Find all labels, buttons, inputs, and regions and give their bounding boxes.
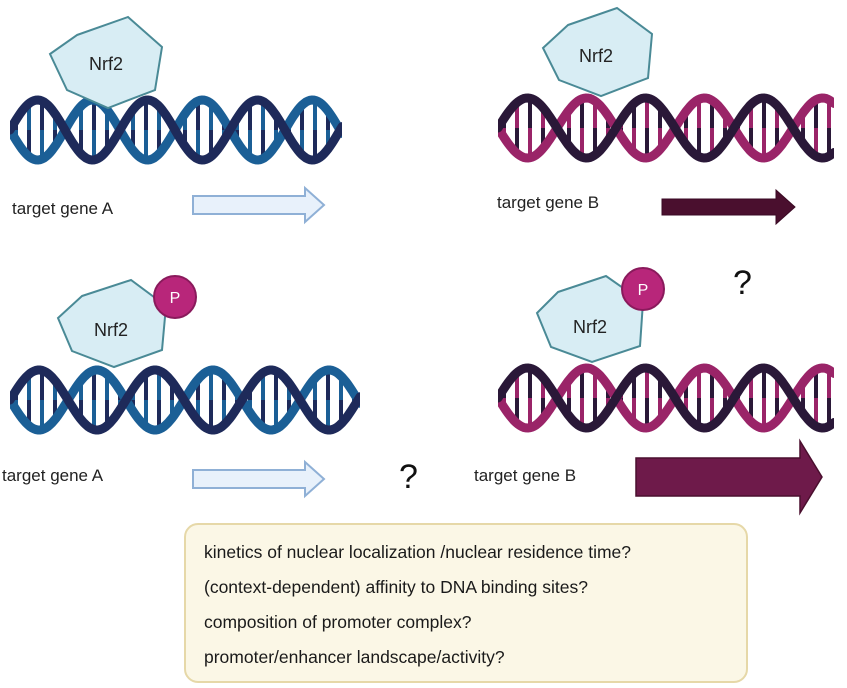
question-line: kinetics of nuclear localization /nuclea…: [204, 542, 632, 562]
phosphate-badge: P: [621, 267, 665, 311]
gene-label-a-bottom: target gene A: [2, 466, 104, 485]
transcription-arrow-outline: [192, 459, 326, 499]
dna-strand: [10, 95, 342, 165]
nrf2-protein: Nrf2: [541, 6, 654, 98]
gene-label-b-top: target gene B: [497, 193, 600, 212]
dna-strand: [498, 363, 834, 433]
panel-gene-b-unphosphorylated: Nrf2: [498, 6, 834, 226]
question-line: (context-dependent) affinity to DNA bind…: [204, 577, 588, 597]
transcription-arrow-thick: [635, 438, 823, 516]
dna-helix-b2: [498, 363, 834, 433]
gene-label-b-bottom: target gene B: [474, 466, 577, 485]
nrf2-protein: Nrf2: [535, 274, 645, 364]
dna-helix-a1: [10, 95, 342, 165]
phosphate-badge: P: [153, 275, 197, 319]
open-questions-box: kinetics of nuclear localization /nuclea…: [184, 523, 748, 683]
dna-strand: [10, 365, 360, 435]
phosphate-label: P: [638, 282, 649, 299]
gene-label-a-top: target gene A: [12, 199, 114, 218]
question-line: composition of promoter complex?: [204, 612, 472, 632]
dna-helix-b1: [498, 93, 834, 163]
nrf2-label: Nrf2: [573, 317, 607, 337]
question-line: promoter/enhancer landscape/activity?: [204, 647, 505, 667]
panel-gene-a-phosphorylated: Nrf2 P: [10, 275, 360, 499]
dna-helix-a2: [10, 365, 360, 435]
panel-gene-a-unphosphorylated: Nrf2: [10, 15, 342, 225]
question-mark-upper: ?: [733, 264, 752, 302]
transcription-arrow-outline: [192, 185, 326, 225]
nrf2-label: Nrf2: [89, 54, 123, 74]
phosphate-label: P: [170, 290, 181, 307]
nrf2-protein: Nrf2: [48, 15, 164, 110]
transcription-arrow-thin: [661, 188, 796, 226]
nrf2-label: Nrf2: [579, 46, 613, 66]
panel-gene-b-phosphorylated: Nrf2 P: [498, 267, 834, 516]
nrf2-label: Nrf2: [94, 320, 128, 340]
nrf2-protein: Nrf2: [56, 278, 168, 369]
dna-strand: [498, 93, 834, 163]
dna-strand: [498, 363, 834, 433]
question-mark-lower: ?: [399, 458, 418, 496]
dna-strand: [498, 93, 834, 163]
